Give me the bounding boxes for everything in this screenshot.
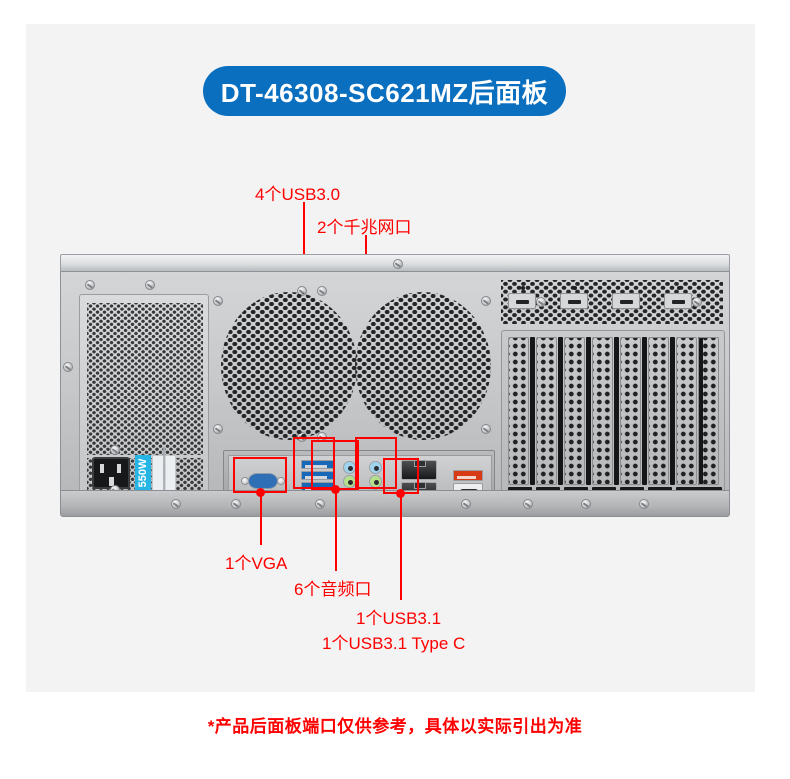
pci-retention-tabs	[506, 283, 722, 327]
pci-slot-gap	[586, 337, 591, 485]
pci-slot-cover[interactable]	[648, 337, 669, 485]
tab-dot	[573, 286, 577, 290]
psu-vent-grille	[87, 303, 203, 455]
screw	[171, 499, 181, 509]
screw	[317, 286, 327, 296]
screw	[110, 445, 120, 455]
screw	[85, 280, 95, 290]
pci-retention-tab[interactable]	[508, 286, 536, 309]
annotation-label-vga: 1个VGA	[225, 554, 288, 573]
highlight-box-audio	[311, 440, 359, 490]
psu-wattage-text: 550W	[137, 458, 149, 488]
screw	[315, 499, 325, 509]
pci-slot-cover[interactable]	[564, 337, 585, 485]
pci-slot-cover[interactable]	[508, 337, 529, 485]
leader-dot-vga	[256, 488, 265, 497]
pci-slot-cover[interactable]	[676, 337, 697, 485]
pci-slot-gap	[642, 337, 647, 485]
psu-wattage-label: 550W	[135, 455, 151, 491]
screw	[461, 499, 471, 509]
screw	[145, 280, 155, 290]
chassis-bottom-rail	[60, 490, 730, 517]
annotation-label-usb30: 4个USB3.0	[255, 185, 341, 204]
tab-dot	[521, 286, 525, 290]
pci-slot-cover[interactable]	[536, 337, 557, 485]
fan-vent-area	[221, 292, 491, 440]
screw	[213, 296, 223, 306]
pci-retention-tab[interactable]	[612, 286, 640, 309]
screw	[481, 296, 491, 306]
annotation-label-usb31-typec: 1个USB3.1 Type C	[322, 634, 466, 653]
pci-slot-cover[interactable]	[698, 337, 719, 485]
power-inlet-pin	[109, 477, 114, 486]
psu-spec-label	[152, 447, 176, 498]
annotation-label-usb31: 1个USB3.1	[356, 609, 442, 628]
leader-line-audio	[335, 489, 337, 571]
fan-vent-left	[221, 292, 357, 440]
screw	[581, 499, 591, 509]
pci-retention-tab[interactable]	[560, 286, 588, 309]
pci-slot-area	[501, 286, 725, 495]
leader-dot-usb31	[396, 489, 405, 498]
screw	[639, 499, 649, 509]
annotation-label-lan: 2个千兆网口	[317, 218, 412, 237]
pci-slot-gap	[558, 337, 563, 485]
power-supply-unit: 550W	[79, 294, 209, 498]
screw	[536, 297, 546, 307]
pci-retention-tab[interactable]	[664, 286, 692, 309]
chassis-top-lip	[60, 254, 730, 272]
audio-jack-blue[interactable]	[369, 461, 382, 474]
leader-line-vga	[260, 493, 262, 545]
tab-dot	[677, 286, 681, 290]
ethernet-port-rj45[interactable]	[401, 460, 437, 480]
footer-disclaimer: *产品后面板端口仅供参考，具体以实际引出为准	[207, 717, 583, 736]
leader-dot-audio	[331, 485, 340, 494]
title-badge: DT-46308-SC621MZ后面板	[203, 66, 566, 116]
usb31-port[interactable]	[453, 470, 483, 481]
tab-dot	[625, 286, 629, 290]
vga-screw-right	[277, 477, 285, 485]
screw	[393, 259, 403, 269]
pci-slot-cover[interactable]	[592, 337, 613, 485]
title-badge-label: DT-46308-SC621MZ后面板	[220, 77, 549, 108]
highlight-box-lan	[355, 437, 397, 489]
screw	[523, 499, 533, 509]
leader-line-usb31	[400, 494, 402, 600]
power-inlet-c14	[92, 457, 130, 489]
pci-slot-cover[interactable]	[620, 337, 641, 485]
screw	[481, 424, 491, 434]
screw	[231, 499, 241, 509]
screw	[692, 297, 702, 307]
screw	[63, 362, 73, 372]
fan-vent-right	[355, 292, 491, 440]
pci-slot-gap	[614, 337, 619, 485]
annotation-label-audio: 6个音频口	[294, 580, 372, 599]
pci-slot-gap	[530, 337, 535, 485]
screw	[213, 424, 223, 434]
pci-slot-gap	[670, 337, 675, 485]
